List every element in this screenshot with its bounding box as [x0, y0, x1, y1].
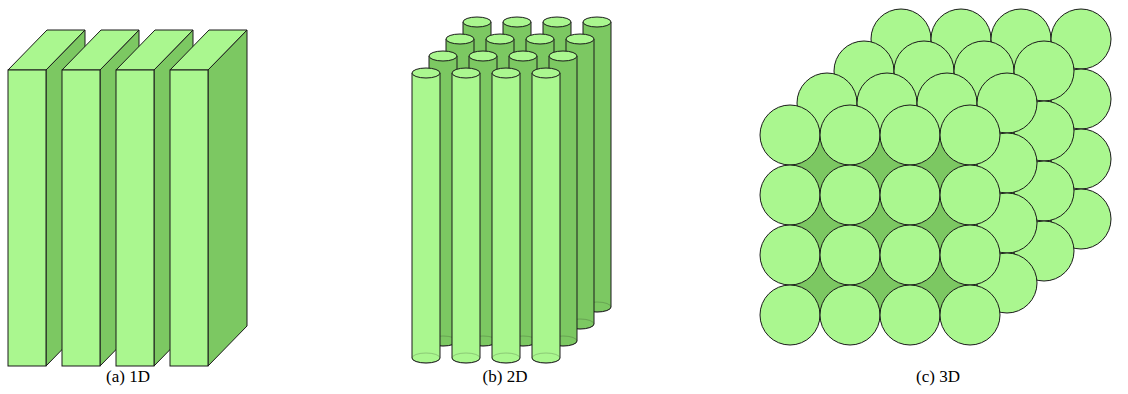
rod-body: [452, 73, 480, 363]
sphere: [820, 285, 880, 345]
sphere: [940, 105, 1000, 165]
rod-top: [503, 17, 531, 27]
panel-caption: (a) 1D: [106, 367, 150, 387]
rod-base: [452, 353, 480, 363]
rod-top: [543, 17, 571, 27]
slab-front: [170, 70, 208, 366]
rod-top: [532, 68, 560, 78]
rod-top: [509, 51, 537, 61]
rod-base: [492, 353, 520, 363]
sphere: [820, 225, 880, 285]
rod-top: [583, 17, 611, 27]
panel-caption: (b) 2D: [483, 367, 528, 387]
sphere: [820, 165, 880, 225]
slab-front: [62, 70, 100, 366]
rod-body: [412, 73, 440, 363]
rod-array: [412, 17, 611, 363]
sphere: [880, 285, 940, 345]
rod-top: [486, 34, 514, 44]
rod-top: [412, 68, 440, 78]
sphere: [940, 165, 1000, 225]
rod-top: [492, 68, 520, 78]
sphere: [940, 285, 1000, 345]
rod-top: [566, 34, 594, 44]
sphere: [940, 225, 1000, 285]
rod-base: [532, 353, 560, 363]
rod-base: [412, 353, 440, 363]
rod-top: [526, 34, 554, 44]
panel-caption: (c) 3D: [916, 367, 960, 387]
sphere: [760, 285, 820, 345]
slab-stack: [8, 30, 247, 366]
rod-body: [492, 73, 520, 363]
slab-front: [116, 70, 154, 366]
rod-top: [452, 68, 480, 78]
slab-side: [208, 30, 247, 366]
sphere-gap: [790, 135, 970, 315]
sphere: [880, 225, 940, 285]
sphere: [760, 165, 820, 225]
sphere: [880, 165, 940, 225]
rod-top: [429, 51, 457, 61]
rod-top: [446, 34, 474, 44]
slab-front: [8, 70, 46, 366]
rod-body: [532, 73, 560, 363]
rod-top: [463, 17, 491, 27]
sphere-packing: [760, 9, 1111, 345]
sphere: [760, 225, 820, 285]
slab-top: [170, 30, 247, 70]
sphere: [880, 105, 940, 165]
rod-top: [549, 51, 577, 61]
sphere: [820, 105, 880, 165]
rod-top: [469, 51, 497, 61]
sphere: [760, 105, 820, 165]
